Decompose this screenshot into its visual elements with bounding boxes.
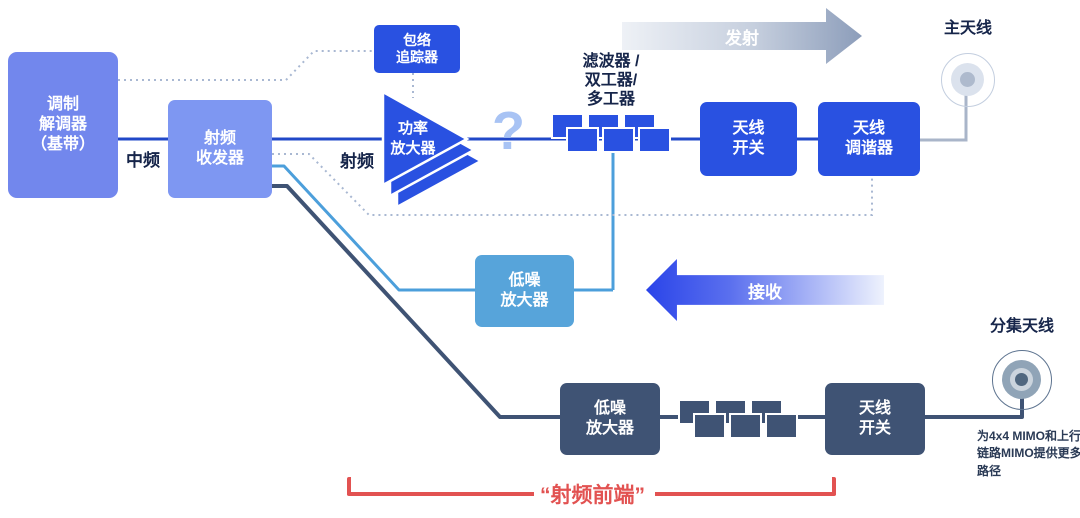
diversity-antenna-icon <box>992 350 1052 410</box>
filter-chip-icon <box>729 413 762 439</box>
antenna-switch-diversity-box: 天线 开关 <box>825 383 925 455</box>
dotted-modem-tracker <box>118 50 374 81</box>
rffe-bracket-left <box>347 477 534 496</box>
filter-chip-icon <box>566 127 599 153</box>
filter-cluster-main <box>551 113 673 154</box>
mimo-note: 为4x4 MIMO和上行 链路MIMO提供更多 路径 <box>977 429 1080 478</box>
receive-arrow-label: 接收 <box>748 282 782 302</box>
modem-box: 调制 解调器 （基带） <box>8 52 118 198</box>
rffe-bracket-right <box>655 477 836 496</box>
antenna-tuner-box: 天线 调谐器 <box>818 102 920 176</box>
antenna-switch-diversity-label: 天线 开关 <box>858 400 891 437</box>
filters-label: 滤波器 / 双工器/ 多工器 <box>582 53 640 108</box>
antenna-tuner-label: 天线 调谐器 <box>844 120 893 157</box>
receive-path-line <box>272 152 615 292</box>
lna-diversity-label: 低噪 放大器 <box>585 400 634 437</box>
envelope-tracker-box: 包络 追踪器 <box>374 25 460 73</box>
filter-chip-icon <box>693 413 726 439</box>
filter-chip-icon <box>765 413 798 439</box>
transmit-arrow-label: 发射 <box>725 28 759 48</box>
rf-transceiver-box: 射频 收发器 <box>168 100 272 198</box>
dotted-transceiver-tuner <box>272 153 873 216</box>
rf-path-label: 射频 <box>340 152 374 171</box>
main-antenna-icon <box>941 53 995 107</box>
power-amplifier-icon <box>381 89 484 210</box>
diversity-antenna-label: 分集天线 <box>989 318 1054 335</box>
antenna-switch-main-label: 天线 开关 <box>732 120 765 157</box>
lna-receive-box: 低噪 放大器 <box>475 255 574 327</box>
modem-label: 调制 解调器 （基带） <box>30 96 95 153</box>
lna-diversity-box: 低噪 放大器 <box>560 383 660 455</box>
power-amplifier-label: 功率 放大器 <box>390 120 436 157</box>
rf-transceiver-label: 射频 收发器 <box>195 130 244 167</box>
filter-chip-icon <box>638 127 671 153</box>
filter-cluster-diversity <box>678 399 800 440</box>
rffe-label: “射频前端” <box>540 484 645 507</box>
envelope-tracker-label: 包络 追踪器 <box>396 31 438 66</box>
filter-chip-icon <box>602 127 635 153</box>
if-path-label: 中频 <box>126 151 160 170</box>
lna-receive-label: 低噪 放大器 <box>500 272 549 309</box>
main-antenna-label: 主天线 <box>943 20 992 37</box>
question-mark-icon: ? <box>492 101 525 161</box>
antenna-switch-main-box: 天线 开关 <box>700 102 797 176</box>
